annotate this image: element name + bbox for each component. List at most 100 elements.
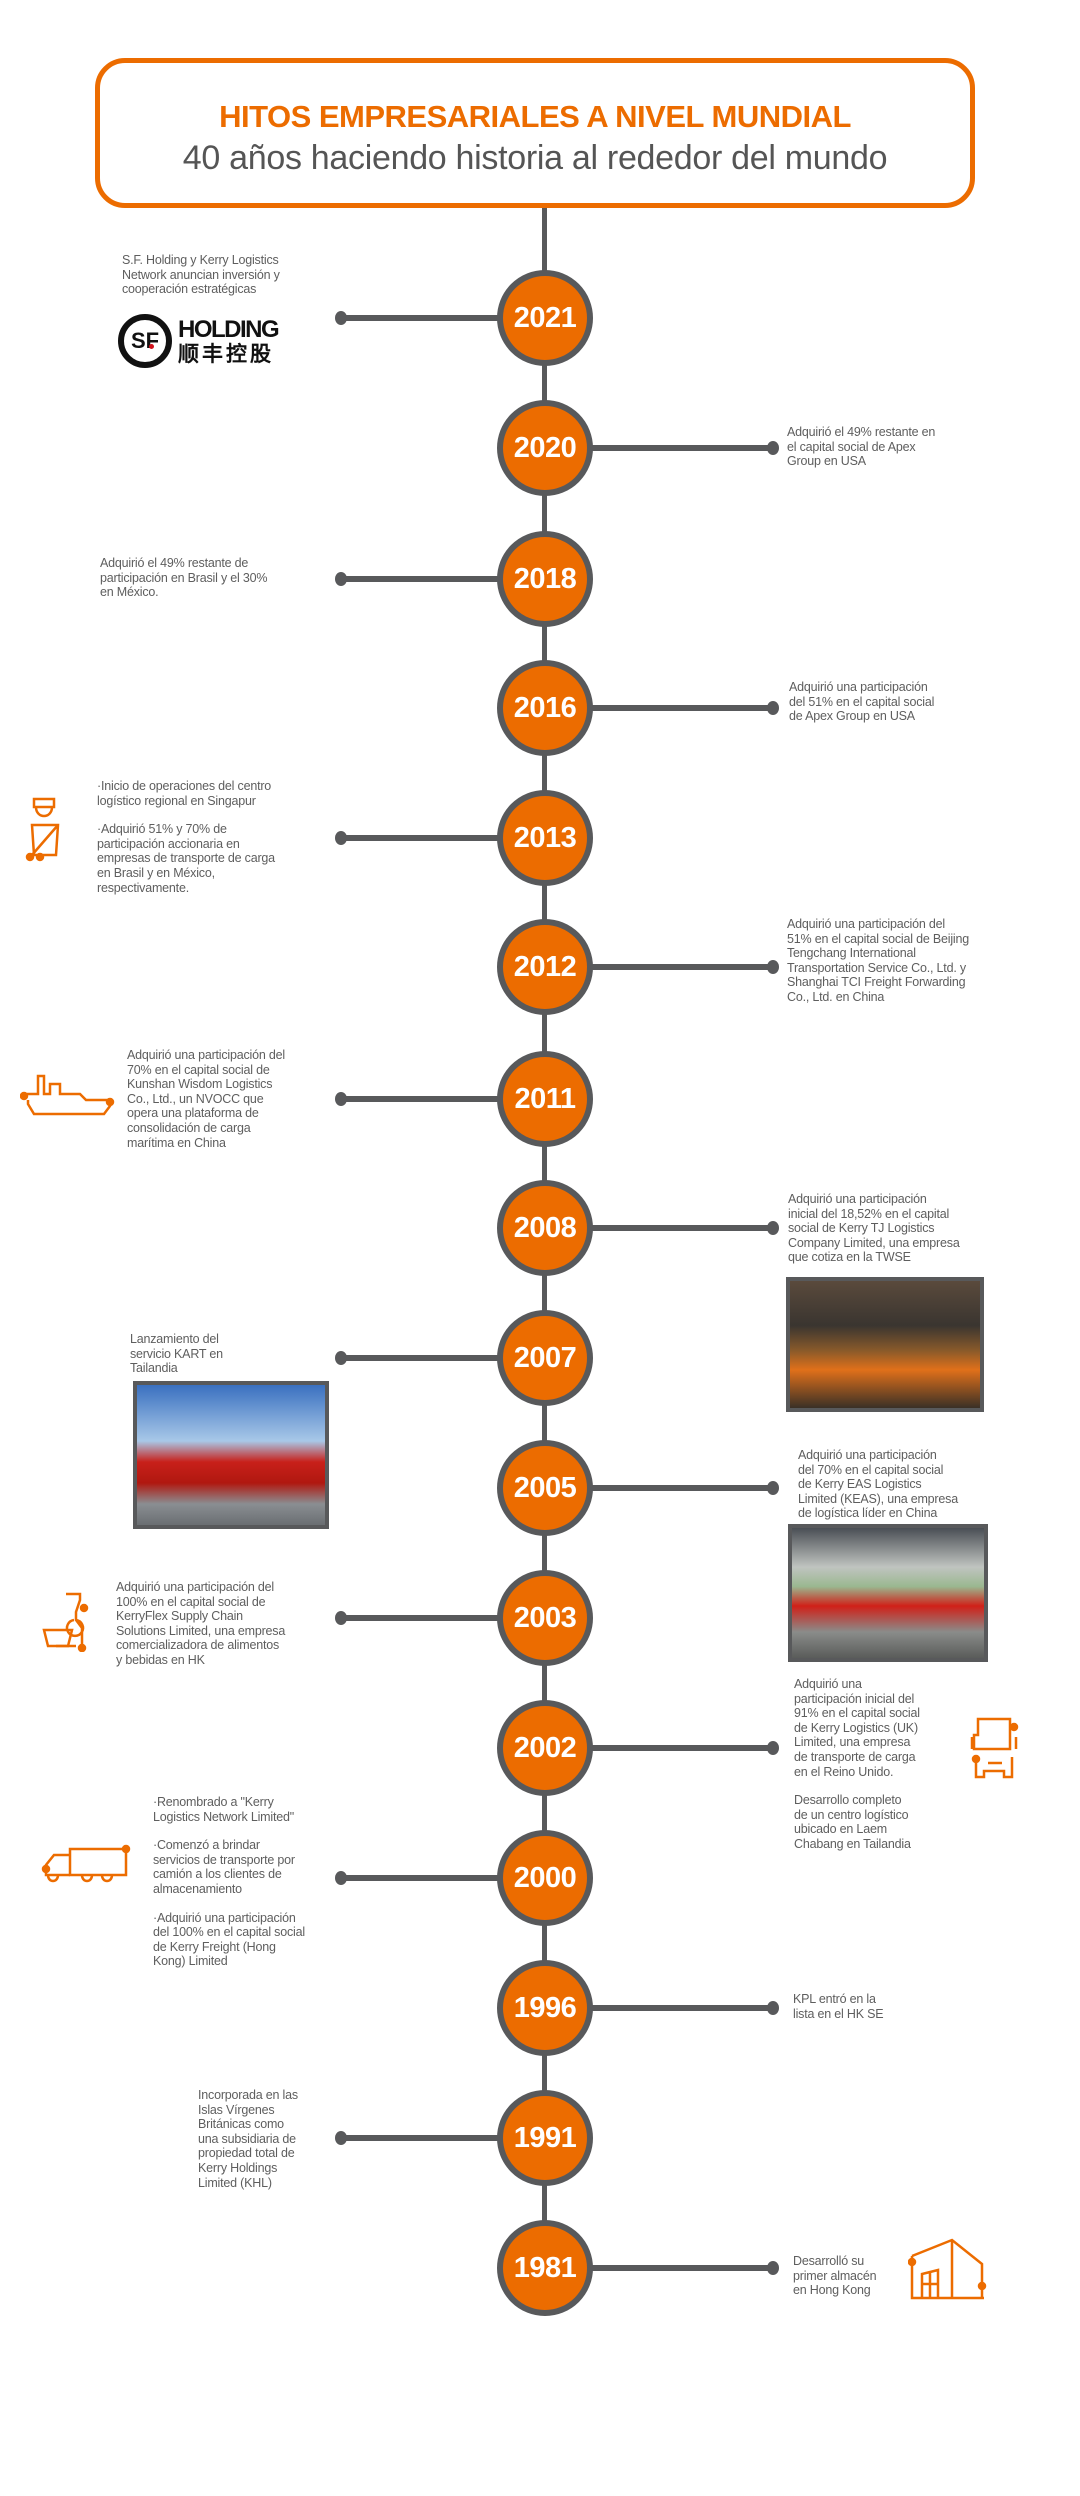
year-badge: 1981	[497, 2220, 593, 2316]
connector-dot	[335, 2131, 347, 2145]
milestone-description: Adquirió el 49% restante de participació…	[100, 556, 268, 600]
connector-dot	[767, 1741, 779, 1755]
connector-line	[341, 1615, 545, 1621]
logo-chinese-text: 顺丰控股	[178, 342, 274, 366]
truck-front-icon	[966, 1715, 1022, 1788]
connector-dot	[335, 831, 347, 845]
year-label: 2021	[513, 301, 577, 334]
logo-holding-text: HOLDING	[178, 315, 280, 343]
connector-dot	[767, 1481, 779, 1495]
description-paragraph: ·Adquirió una participación del 100% en …	[153, 1910, 305, 1969]
year-badge: 2000	[497, 1830, 593, 1926]
connector-line	[545, 2265, 773, 2271]
year-badge: 2011	[497, 1051, 593, 1147]
connector-line	[341, 576, 545, 582]
milestone-description: ·Renombrado a "Kerry Logistics Network L…	[153, 1795, 305, 1969]
cargo-ship-icon	[19, 1070, 116, 1125]
description-paragraph: Adquirió una participación del 51% en el…	[789, 680, 935, 724]
milestone-description: Adquirió una participación del 51% en el…	[787, 917, 969, 1005]
milestone-description: Adquirió el 49% restante en el capital s…	[787, 425, 935, 469]
year-label: 2007	[513, 1341, 577, 1374]
year-badge: 2021	[497, 270, 593, 366]
warehouse-cargo-photo	[788, 1524, 988, 1662]
sf-logo-letters: SF	[130, 328, 160, 353]
year-badge: 2012	[497, 919, 593, 1015]
connector-dot	[767, 2001, 779, 2015]
connector-line	[545, 1225, 773, 1231]
year-badge: 1996	[497, 1960, 593, 2056]
header-box: HITOS EMPRESARIALES A NIVEL MUNDIAL 40 a…	[95, 58, 975, 208]
year-label: 2000	[513, 1861, 577, 1894]
year-badge: 2005	[497, 1440, 593, 1536]
description-paragraph: ·Inicio de operaciones del centro logíst…	[97, 779, 272, 808]
milestone-description: Adquirió una participación del 51% en el…	[789, 680, 934, 724]
milestone-description: Incorporada en las Islas Vírgenes Britán…	[198, 2088, 298, 2190]
description-paragraph: Adquirió una participación inicial del 9…	[794, 1677, 920, 1779]
connector-dot	[767, 960, 779, 974]
connector-dot	[767, 701, 779, 715]
page-subtitle: 40 años haciendo historia al rededor del…	[182, 139, 888, 177]
warehouse-icon	[907, 2238, 988, 2307]
connector-line	[341, 315, 545, 321]
connector-line	[545, 445, 773, 451]
year-badge: 1991	[497, 2090, 593, 2186]
milestone-description: Adquirió una participación del 100% en e…	[116, 1580, 285, 1668]
year-label: 2012	[513, 950, 577, 983]
connector-dot	[335, 1611, 347, 1625]
year-label: 2008	[513, 1211, 577, 1244]
description-paragraph: Incorporada en las Islas Vírgenes Britán…	[198, 2088, 298, 2190]
connector-dot	[335, 311, 347, 325]
year-label: 1996	[513, 1991, 577, 2024]
milestone-description: Adquirió una participación inicial del 1…	[788, 1192, 960, 1265]
connector-dot	[767, 2261, 779, 2275]
year-label: 2020	[513, 431, 577, 464]
connector-line	[545, 1485, 773, 1491]
description-paragraph: ·Renombrado a "Kerry Logistics Network L…	[153, 1795, 294, 1824]
milestone-description: S.F. Holding y Kerry Logistics Network a…	[122, 253, 280, 297]
courier-with-trolley-icon	[24, 795, 76, 868]
truck-side-icon	[40, 1843, 132, 1890]
red-truck-bridge-photo	[133, 1381, 329, 1529]
year-label: 1991	[513, 2121, 577, 2154]
year-label: 2011	[514, 1082, 576, 1115]
year-badge: 2002	[497, 1700, 593, 1796]
milestone-description: ·Inicio de operaciones del centro logíst…	[97, 779, 275, 895]
description-paragraph: Adquirió una participación del 51% en el…	[787, 917, 970, 1004]
year-label: 2005	[513, 1471, 577, 1504]
milestone-description: Desarrolló su primer almacén en Hong Kon…	[793, 2254, 877, 2298]
description-paragraph: Adquirió el 49% restante en el capital s…	[787, 425, 936, 469]
connector-line	[545, 1745, 773, 1751]
milestone-description: Adquirió una participación del 70% en el…	[798, 1448, 958, 1521]
wine-glass-bottle-icon	[40, 1590, 106, 1657]
year-badge: 2016	[497, 660, 593, 756]
description-paragraph: Desarrollo completo de un centro logísti…	[794, 1793, 911, 1851]
connector-line	[545, 964, 773, 970]
description-paragraph: Adquirió una participación del 100% en e…	[116, 1580, 286, 1667]
year-label: 2016	[513, 691, 577, 724]
year-badge: 2018	[497, 531, 593, 627]
page-title: HITOS EMPRESARIALES A NIVEL MUNDIAL	[219, 99, 851, 134]
connector-dot	[335, 572, 347, 586]
description-paragraph: KPL entró en la lista en el HK SE	[793, 1992, 884, 2021]
description-paragraph: ·Adquirió 51% y 70% de participación acc…	[97, 822, 275, 895]
description-paragraph: S.F. Holding y Kerry Logistics Network a…	[122, 253, 280, 297]
year-label: 2002	[513, 1731, 577, 1764]
description-paragraph: ·Comenzó a brindar servicios de transpor…	[153, 1838, 295, 1896]
description-paragraph: Lanzamiento del servicio KART en Tailand…	[130, 1332, 223, 1376]
milestone-description: KPL entró en la lista en el HK SE	[793, 1992, 884, 2021]
connector-dot	[335, 1092, 347, 1106]
year-badge: 2013	[497, 790, 593, 886]
connector-dot	[335, 1351, 347, 1365]
connector-line	[545, 705, 773, 711]
year-badge: 2008	[497, 1180, 593, 1276]
year-badge: 2007	[497, 1310, 593, 1406]
connector-dot	[335, 1871, 347, 1885]
connector-line	[341, 835, 545, 841]
year-label: 2003	[513, 1601, 577, 1634]
orange-trucks-depot-photo	[786, 1277, 984, 1412]
year-label: 2013	[513, 821, 577, 854]
description-paragraph: Adquirió el 49% restante de participació…	[100, 556, 268, 600]
milestone-description: Adquirió una participación inicial del 9…	[794, 1677, 920, 1852]
connector-dot	[767, 441, 779, 455]
